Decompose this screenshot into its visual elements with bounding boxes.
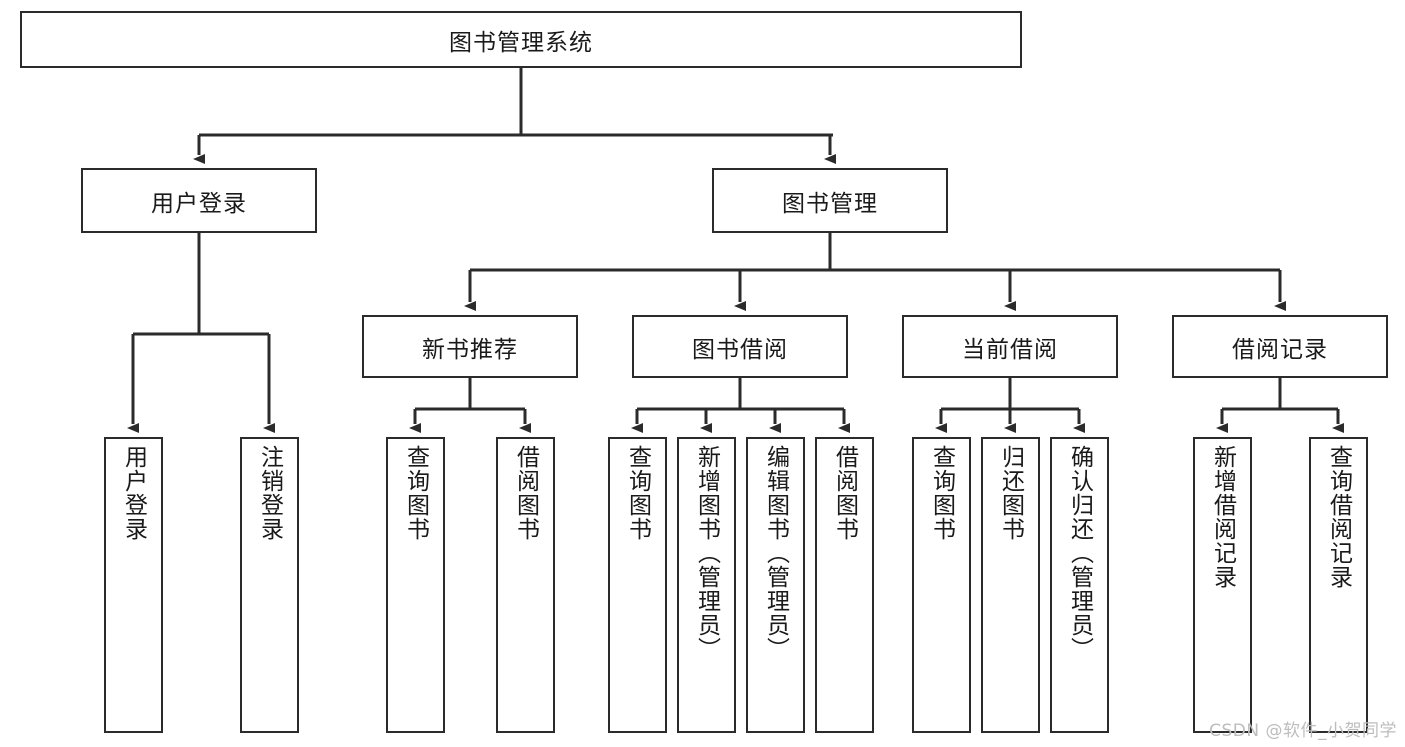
node-borrow-record[interactable]: 借阅记录 [1172, 315, 1388, 378]
node-leaf-query-book-recommend[interactable]: 查询图书 [386, 437, 445, 733]
node-label: 用户登录 [151, 190, 247, 217]
node-label: 新书推荐 [422, 336, 518, 363]
node-label: 新增借阅记录 [1209, 445, 1236, 589]
node-book-borrow[interactable]: 图书借阅 [632, 315, 848, 378]
node-user-login[interactable]: 用户登录 [81, 168, 317, 233]
node-leaf-query-book-borrow[interactable]: 查询图书 [608, 437, 667, 733]
node-leaf-add-book[interactable]: 新增图书（管理员） [677, 437, 736, 733]
node-label: 确认归还（管理员） [1066, 445, 1093, 661]
node-leaf-return-book[interactable]: 归还图书 [981, 437, 1040, 733]
node-book-manage[interactable]: 图书管理 [712, 168, 948, 233]
node-label: 查询图书 [624, 445, 651, 541]
node-label: 查询图书 [402, 445, 429, 541]
node-label: 借阅记录 [1232, 336, 1328, 363]
node-label: 当前借阅 [962, 336, 1058, 363]
node-label: 查询图书 [928, 445, 955, 541]
node-current-borrow[interactable]: 当前借阅 [902, 315, 1118, 378]
node-leaf-add-borrow-record[interactable]: 新增借阅记录 [1193, 437, 1252, 733]
node-leaf-user-logout[interactable]: 注销登录 [240, 437, 299, 733]
node-book-management-system[interactable]: 图书管理系统 [20, 11, 1022, 68]
node-label: 查询借阅记录 [1325, 445, 1352, 589]
node-leaf-query-book-current[interactable]: 查询图书 [912, 437, 971, 733]
node-label: 借阅图书 [512, 445, 539, 541]
node-leaf-confirm-return[interactable]: 确认归还（管理员） [1050, 437, 1109, 733]
node-label: 新增图书（管理员） [693, 445, 720, 661]
node-label: 注销登录 [256, 445, 283, 541]
node-label: 编辑图书（管理员） [762, 445, 789, 661]
node-label: 图书管理系统 [449, 29, 593, 56]
node-label: 借阅图书 [831, 445, 858, 541]
node-leaf-query-borrow-record[interactable]: 查询借阅记录 [1309, 437, 1368, 733]
node-new-book-recommend[interactable]: 新书推荐 [362, 315, 578, 378]
node-leaf-user-login[interactable]: 用户登录 [104, 437, 163, 733]
node-leaf-borrow-book[interactable]: 借阅图书 [815, 437, 874, 733]
node-leaf-borrow-book-recommend[interactable]: 借阅图书 [496, 437, 555, 733]
node-leaf-edit-book[interactable]: 编辑图书（管理员） [746, 437, 805, 733]
node-label: 图书借阅 [692, 336, 788, 363]
node-label: 图书管理 [782, 190, 878, 217]
node-label: 用户登录 [120, 445, 147, 541]
node-label: 归还图书 [997, 445, 1024, 541]
